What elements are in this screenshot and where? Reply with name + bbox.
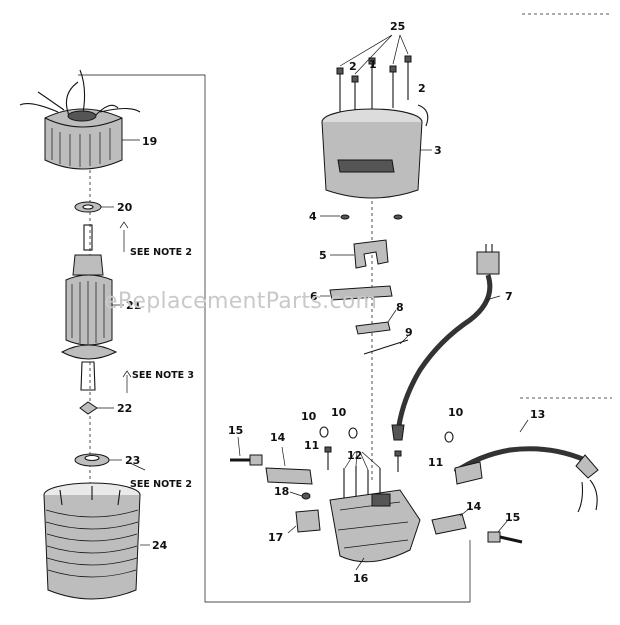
label-9: 9: [405, 326, 413, 339]
label-20: 20: [117, 201, 133, 214]
label-25: 25: [390, 20, 405, 33]
armature-21: [60, 224, 118, 391]
label-10-b: 10: [331, 406, 347, 419]
clip-14-left: [265, 467, 313, 485]
label-1: 1: [369, 58, 377, 71]
label-17: 17: [268, 531, 283, 544]
label-2-left: 2: [349, 60, 357, 73]
note-see-note-2-upper: SEE NOTE 2: [130, 247, 192, 258]
label-8: 8: [396, 301, 404, 314]
label-11-left: 11: [304, 439, 319, 452]
part-18: [301, 492, 311, 500]
cord-13: [453, 446, 599, 513]
label-2-right: 2: [418, 82, 426, 95]
label-13: 13: [530, 408, 545, 421]
screws-11: [324, 446, 402, 472]
note-see-note-3: SEE NOTE 3: [132, 370, 194, 381]
label-23: 23: [125, 454, 140, 467]
screws-12: [343, 466, 381, 502]
notes: SEE NOTE 2 SEE NOTE 3 SEE NOTE 2: [130, 247, 194, 490]
washer-22: [79, 401, 98, 415]
bracket-5: [353, 239, 389, 269]
bearing-20: [74, 201, 102, 213]
watermark-text: eReplacementParts.com: [104, 289, 377, 314]
switch-17: [295, 509, 321, 533]
terminal-15-left: [230, 454, 263, 466]
label-15-right: 15: [505, 511, 520, 524]
cap-housing-3: [321, 104, 429, 199]
strip-8: [355, 321, 391, 335]
terminal-15-right: [487, 531, 523, 544]
part-labels: 25 2 1 2 3 4 5 6 7 8 9 10 10 10 11 11 12…: [117, 20, 545, 585]
end-cap-16: [329, 489, 421, 563]
label-16: 16: [353, 572, 369, 585]
label-24: 24: [152, 539, 168, 552]
label-18: 18: [274, 485, 289, 498]
motor-housing-24: [43, 482, 141, 600]
label-22: 22: [117, 402, 132, 415]
screws-4: [340, 214, 403, 220]
field-stator-19: [19, 69, 141, 170]
label-12: 12: [347, 449, 362, 462]
label-19: 19: [142, 135, 157, 148]
label-11-right: 11: [428, 456, 443, 469]
label-10-a: 10: [301, 410, 317, 423]
label-5: 5: [319, 249, 327, 262]
label-14-left: 14: [270, 431, 286, 444]
cord-7: [391, 244, 500, 441]
screws-10: [319, 426, 454, 443]
label-15-left: 15: [228, 424, 243, 437]
label-21: 21: [126, 299, 141, 312]
note-see-note-2-lower: SEE NOTE 2: [130, 479, 192, 490]
bearing-23: [74, 453, 110, 467]
label-3: 3: [434, 144, 442, 157]
label-4: 4: [309, 210, 317, 223]
wire-9: [363, 339, 409, 355]
label-10-c: 10: [448, 406, 464, 419]
label-7: 7: [505, 290, 513, 303]
label-6: 6: [310, 290, 318, 303]
clip-14-right: [431, 513, 467, 535]
label-14-right: 14: [466, 500, 482, 513]
leader-lines: [97, 34, 529, 571]
plate-6: [329, 285, 393, 301]
assembly-frame-line: [78, 74, 471, 603]
